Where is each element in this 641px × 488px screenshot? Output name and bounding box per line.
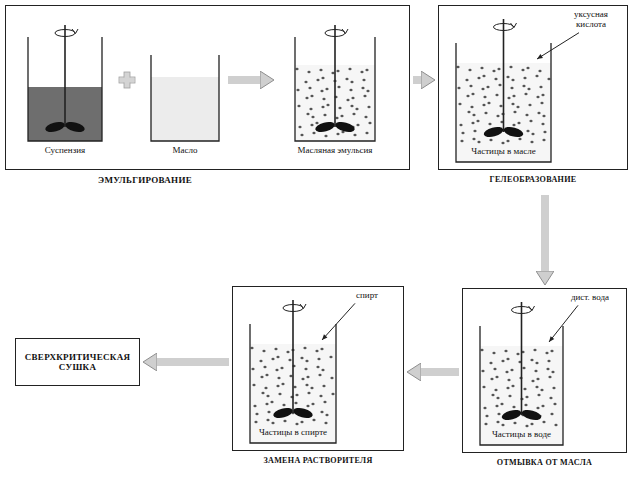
stage-heading: ОТМЫВКА ОТ МАСЛА (462, 458, 627, 467)
stage-frame: уксусная кислотаЧастицы в маслеГЕЛЕОБРАЗ… (438, 5, 628, 192)
beaker: Масло (145, 25, 225, 163)
flow-arrow (228, 76, 260, 84)
beaker-illustration (145, 25, 225, 163)
stage-heading: ЗАМЕНА РАСТВОРИТЕЛЯ (232, 456, 404, 465)
stirrer (483, 19, 525, 139)
leader-arrow (322, 303, 355, 340)
beaker-label: Частицы в спирте (252, 427, 334, 437)
beaker: Суспензия (20, 25, 110, 163)
stage-heading: ГЕЛЕОБРАЗОВАНИЕ (438, 175, 628, 184)
particles (480, 349, 557, 436)
beaker-label: Масло (145, 145, 225, 155)
beaker: Масляная эмульсия (277, 25, 393, 163)
liquid (151, 77, 219, 141)
flow-arrow (413, 76, 421, 84)
process-box: СВЕРХКРИТИЧЕСКАЯ СУШКА (15, 338, 140, 386)
beaker-label: Частицы в масле (458, 146, 549, 156)
leader-arrow (537, 33, 579, 59)
flow-arrow (541, 195, 549, 271)
beaker-label: Частицы в воде (482, 429, 561, 439)
step-box-text: СВЕРХКРИТИЧЕСКАЯ СУШКА (22, 352, 133, 373)
beaker-label: Суспензия (20, 145, 110, 155)
stirrer (44, 25, 86, 134)
leader-arrow (549, 305, 578, 342)
stirrer (272, 300, 314, 420)
stage-frame: дист. водаЧастицы в водеОТМЫВКА ОТ МАСЛА (462, 288, 627, 475)
beaker-outline (151, 55, 219, 141)
additive-label: спирт (334, 290, 400, 300)
stage-heading: ЭМУЛЬГИРОВАНИЕ (55, 175, 235, 185)
plus-sign (119, 72, 135, 88)
stirrer (501, 302, 543, 422)
stage-frame: спиртЧастицы в спиртеЗАМЕНА РАСТВОРИТЕЛЯ (232, 286, 404, 473)
beaker-illustration (20, 25, 110, 163)
particles (295, 68, 371, 137)
beaker-illustration (277, 25, 393, 163)
flow-arrow (421, 368, 459, 376)
stirrer (314, 25, 356, 134)
flow-arrow (157, 358, 229, 366)
beaker-label: Масляная эмульсия (277, 145, 393, 155)
additive-label: уксусная кислота (558, 9, 624, 30)
additive-label: дист. вода (557, 292, 623, 302)
stage-frame: ЭМУЛЬГИРОВАНИЕ Суспензия Масло Масляная эму… (5, 5, 410, 192)
